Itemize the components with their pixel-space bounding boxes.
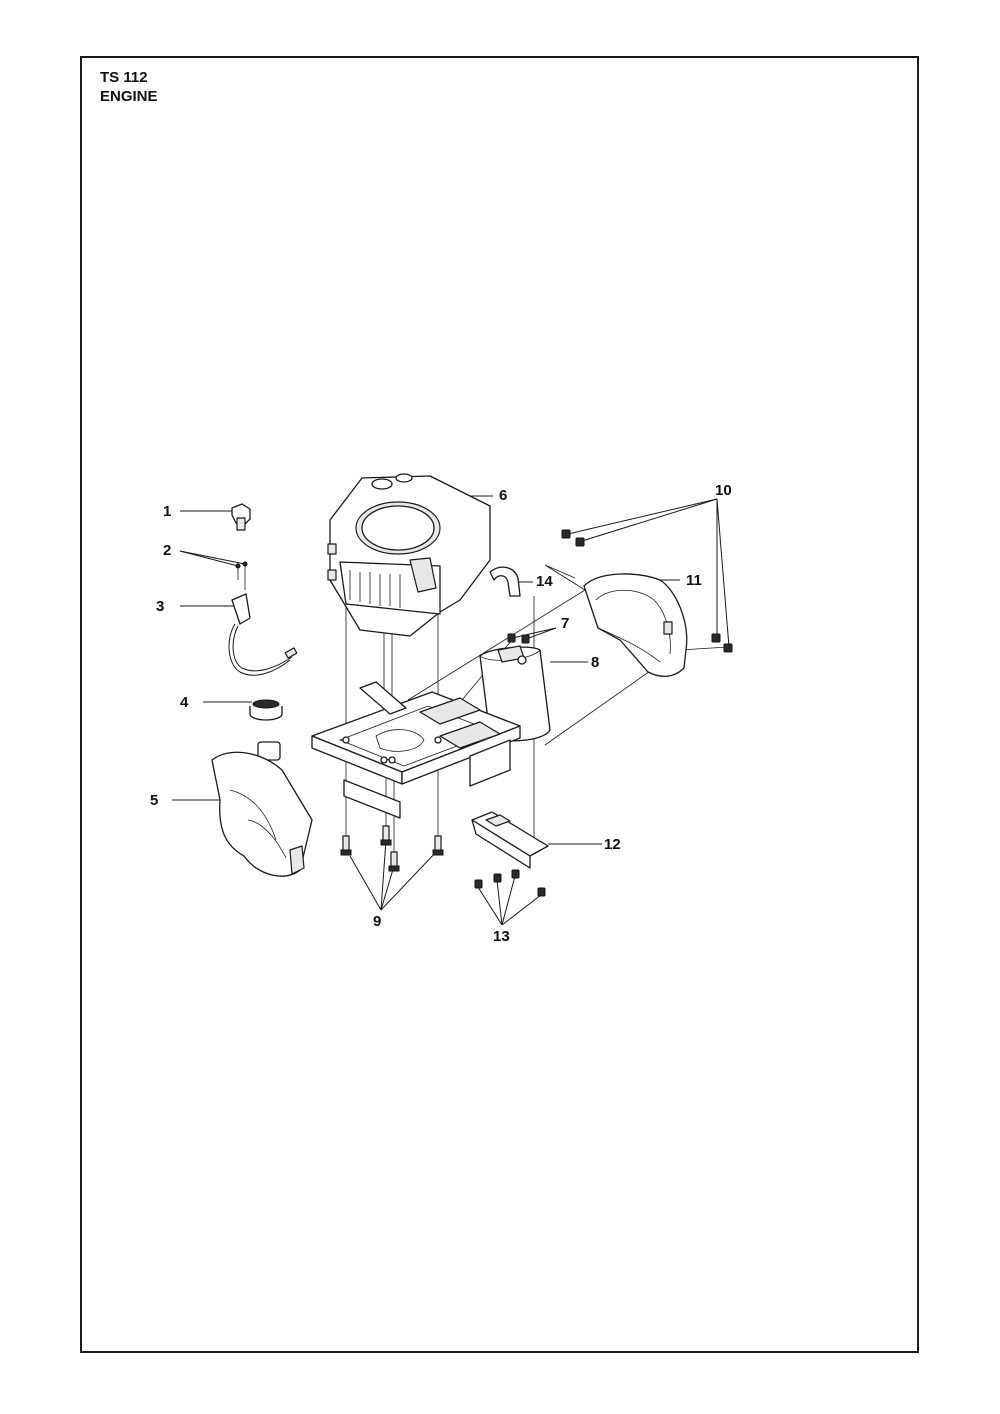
part-5-fuel-tank xyxy=(211,741,313,877)
part-2-screws xyxy=(235,561,248,590)
part-13-screws xyxy=(474,869,546,897)
callout-11: 11 xyxy=(686,572,702,589)
callout-labels: 1 2 3 4 5 6 7 8 9 10 11 12 13 14 xyxy=(150,482,732,945)
part-1-throttle-knob xyxy=(231,503,251,531)
callout-9: 9 xyxy=(373,913,381,930)
callout-7: 7 xyxy=(561,615,569,632)
callout-14: 14 xyxy=(536,573,553,590)
part-7-nuts xyxy=(507,633,530,644)
callout-12: 12 xyxy=(604,836,621,853)
callout-2: 2 xyxy=(163,542,171,559)
engine-frame xyxy=(311,681,521,819)
callout-6: 6 xyxy=(499,487,507,504)
part-4-fuel-cap xyxy=(249,699,283,721)
callout-5: 5 xyxy=(150,792,158,809)
callout-10: 10 xyxy=(715,482,732,499)
part-9-bolts xyxy=(340,825,444,872)
section-name: ENGINE xyxy=(100,88,158,105)
callout-13: 13 xyxy=(493,928,510,945)
part-11-cover xyxy=(583,573,688,678)
leader-lines xyxy=(172,495,730,926)
part-3-throttle-cable xyxy=(228,593,298,676)
page-frame xyxy=(80,56,919,1353)
callout-1: 1 xyxy=(163,503,171,520)
part-6-engine xyxy=(327,473,491,637)
callout-4: 4 xyxy=(180,694,189,711)
callout-8: 8 xyxy=(591,654,599,671)
callout-3: 3 xyxy=(156,598,164,615)
page-title: TS 112 ENGINE xyxy=(100,68,158,106)
model-name: TS 112 xyxy=(100,69,148,86)
part-12-bracket xyxy=(471,811,549,869)
part-10-bolts xyxy=(561,529,733,653)
part-14-pipe xyxy=(489,566,521,597)
